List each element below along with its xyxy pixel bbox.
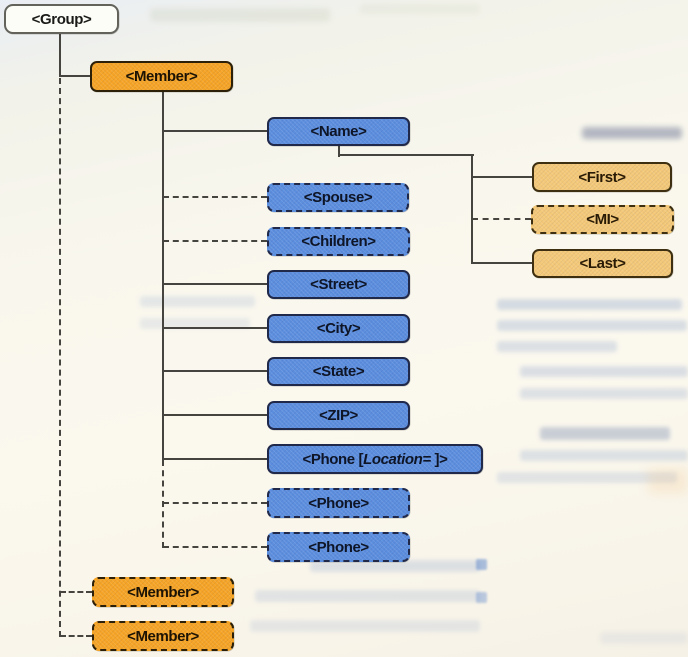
bleed-smudge [476,592,487,603]
bleed-smudge [360,4,480,14]
connector-to-state [163,370,267,372]
bleed-smudge [600,632,688,644]
bleed-smudge [520,388,688,399]
node-city: <City> [267,314,410,343]
node-street: <Street> [267,270,410,299]
node-label: <Last> [579,255,626,272]
bleed-smudge [582,127,682,139]
node-label: <ZIP> [319,407,358,424]
node-phone-1: <Phone> [267,488,410,518]
node-label: <Member> [125,68,198,85]
node-group: <Group> [4,4,119,34]
connector-to-city [163,327,267,329]
connector-member-trunk [162,92,164,460]
connector-to-first [472,176,532,178]
bleed-smudge [497,320,687,331]
node-label-part: Location= [363,450,431,468]
connector-to-zip [163,414,267,416]
node-label: <Name> [310,123,367,140]
node-label: <Group> [31,10,92,28]
connector-to-member-2 [60,591,92,593]
connector-to-phone-2 [163,546,267,548]
connector-to-street [163,283,267,285]
node-last: <Last> [532,249,673,278]
node-spouse: <Spouse> [267,183,409,212]
node-label: <Member> [127,583,199,601]
node-label: <MI> [586,211,619,228]
node-member-1: <Member> [90,61,233,92]
node-zip: <ZIP> [267,401,410,430]
node-label: <Phone> [308,538,369,556]
bleed-smudge [255,590,480,602]
connector-to-name [163,130,267,132]
node-member-2: <Member> [92,577,234,607]
node-label: <Spouse> [303,189,373,206]
node-state: <State> [267,357,410,386]
node-label-part: <Phone [ [302,450,364,468]
bleed-smudge [497,472,677,483]
bleed-smudge [250,620,480,632]
node-label: <City> [316,320,361,337]
node-first: <First> [532,162,672,192]
connector-group-stub [59,34,61,77]
node-label: <First> [578,168,626,186]
node-children: <Children> [267,227,410,256]
connector-to-children [163,240,267,242]
node-label: <Phone> [308,494,369,512]
connector-to-last [472,262,532,264]
node-label: <Children> [301,233,376,250]
node-name: <Name> [267,117,410,146]
node-member-3: <Member> [92,621,234,651]
connector-name-subtrunk [471,155,473,264]
node-phone-location: <Phone [Location= ]> [267,444,483,474]
bleed-smudge [520,450,688,461]
bleed-smudge [520,366,688,377]
bleed-smudge [497,299,682,310]
bleed-smudge [497,341,617,352]
connector-to-spouse [163,196,267,198]
connector-name-sub-h [339,154,474,156]
connector-group-to-member [60,75,90,77]
bleed-smudge [648,468,688,494]
bleed-smudge [540,427,670,440]
connector-to-mi [472,218,531,220]
node-phone-2: <Phone> [267,532,410,562]
connector-to-phone-location [163,458,267,460]
connector-to-phone-1 [163,502,267,504]
node-label: <Member> [127,627,199,645]
node-label: <Street> [310,276,367,293]
connector-to-member-3 [60,635,92,637]
node-label-part: ]> [430,450,448,468]
node-mi: <MI> [531,205,674,234]
bleed-smudge [150,8,330,22]
connector-member-trunk-dashed [162,460,164,548]
bleed-smudge [476,559,487,570]
bleed-smudge [140,296,255,307]
node-label: <State> [312,363,365,380]
connector-group-dashed-trunk [59,78,61,637]
connector-name-stub [338,146,340,157]
